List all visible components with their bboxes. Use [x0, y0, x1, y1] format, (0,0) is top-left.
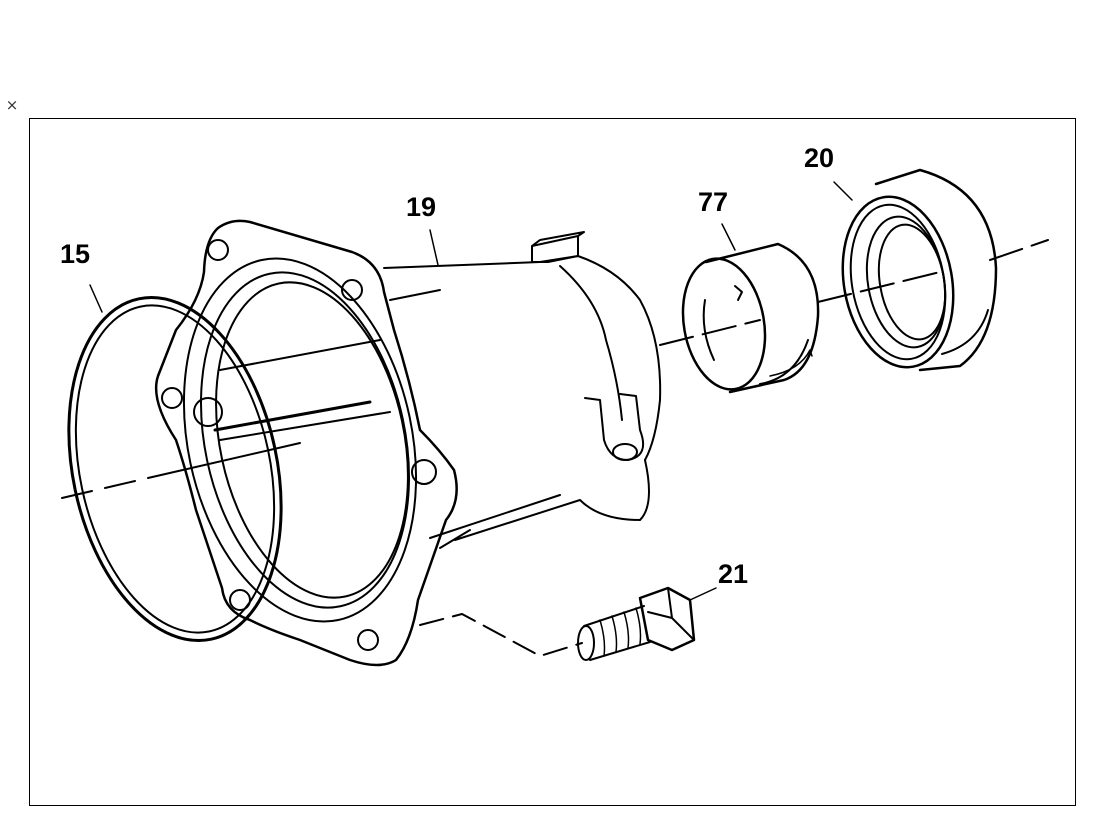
- callout-20: 20: [804, 143, 834, 173]
- callout-21: 21: [718, 559, 748, 589]
- callout-15: 15: [60, 239, 90, 269]
- callout-77: 77: [698, 187, 728, 217]
- leader-lines: [89, 181, 853, 601]
- extension-housing: [154, 219, 662, 667]
- center-axis-line: [61, 239, 1049, 499]
- callout-19: 19: [406, 192, 436, 222]
- seal: [841, 168, 998, 372]
- bolt: [419, 586, 696, 661]
- bushing: [681, 242, 820, 394]
- close-icon[interactable]: ×: [5, 96, 19, 114]
- diagram-frame: [29, 118, 1076, 806]
- o-ring-seal: [67, 295, 283, 643]
